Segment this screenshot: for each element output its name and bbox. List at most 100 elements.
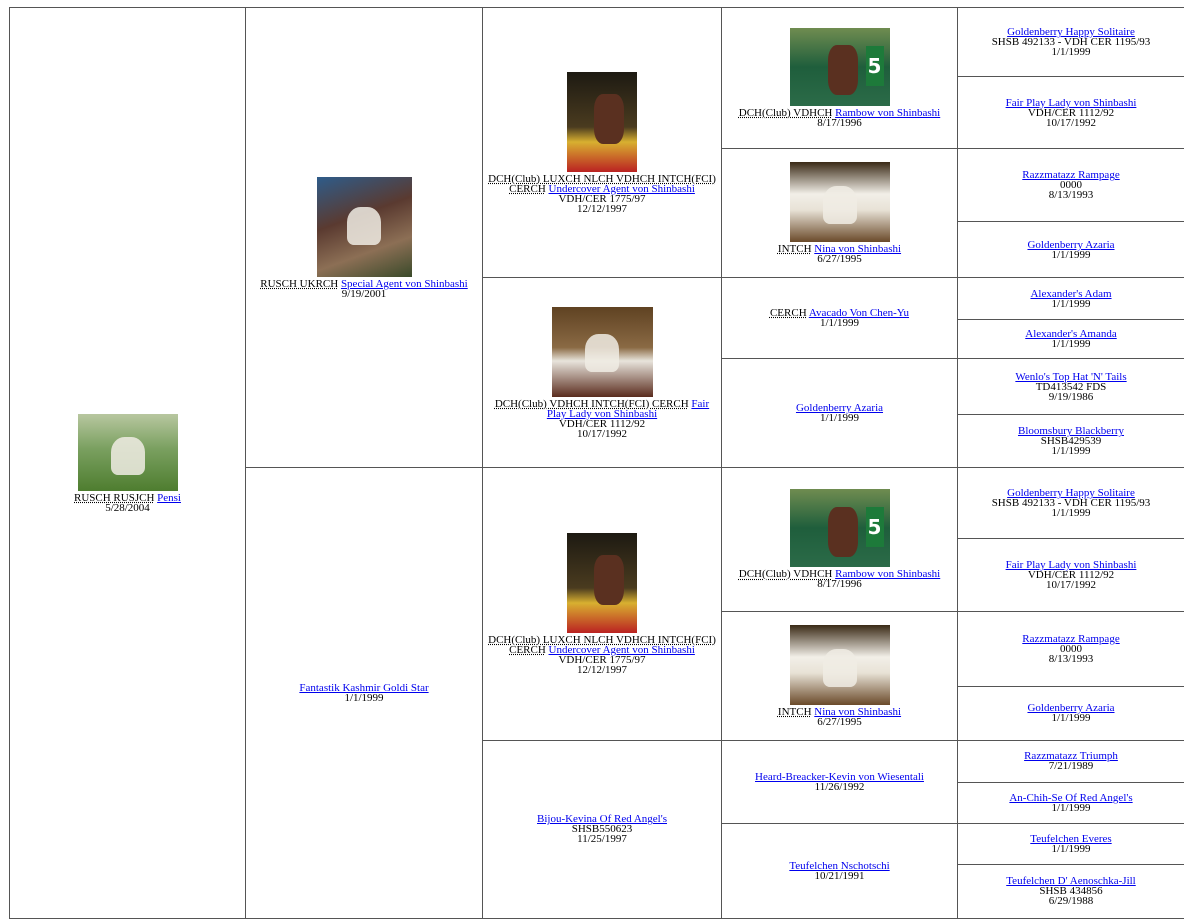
gen5-cell-13: Razzmatazz Triumph 7/21/1989 (957, 739, 1184, 783)
gen5-cell-10: Fair Play Lady von Shinbashi VDH/CER 111… (957, 538, 1184, 612)
dog-name-link[interactable]: Teufelchen Everes (1030, 832, 1112, 845)
dog-name-link[interactable]: Goldenberry Azaria (1027, 238, 1115, 251)
dog-photo[interactable] (316, 176, 412, 277)
dog-titles: RUSCH UKRCH (260, 277, 339, 290)
dog-name-link[interactable]: Goldenberry Happy Solitaire (1007, 26, 1135, 39)
gen5-cell-7: Wenlo's Top Hat 'N' Tails TD413542 FDS 9… (957, 358, 1184, 416)
dog-name-link[interactable]: Wenlo's Top Hat 'N' Tails (1015, 370, 1127, 383)
gen4-cell-6: INTCH Nina von Shinbashi 6/27/1995 (721, 610, 958, 741)
dog-photo[interactable] (789, 162, 890, 243)
dog-date: 10/17/1992 (1045, 579, 1097, 592)
dog-registration: TD413542 FDS (1035, 380, 1107, 393)
dog-name-link[interactable]: Teufelchen Nschotschi (789, 859, 890, 872)
dog-name-link[interactable]: Heard-Breacker-Kevin von Wiesentali (755, 770, 924, 783)
dog-date: 1/1/1999 (1051, 801, 1091, 814)
dog-date: 12/12/1997 (576, 202, 628, 215)
dog-titles: DCH(Club) VDHCH (738, 568, 833, 581)
dog-name-link[interactable]: Fair Play Lady von Shinbashi (546, 397, 710, 420)
gen5-cell-11: Razzmatazz Rampage 0000 8/13/1993 (957, 610, 1184, 687)
gen5-cell-5: Alexander's Adam 1/1/1999 (957, 277, 1184, 321)
dog-titles: DCH(Club) VDHCH (738, 107, 833, 120)
dog-name-link[interactable]: Nina von Shinbashi (814, 705, 902, 718)
dog-date: 10/17/1992 (1045, 116, 1097, 129)
dog-titles: CERCH (769, 307, 807, 320)
dog-date: 6/29/1988 (1048, 895, 1094, 908)
dog-date: 10/17/1992 (576, 427, 628, 440)
dog-date: 1/1/1999 (1051, 46, 1091, 59)
dog-name-link[interactable]: Bloomsbury Blackberry (1017, 425, 1124, 438)
dog-photo[interactable] (551, 306, 653, 397)
dog-name-link[interactable]: Rambow von Shinbashi (835, 568, 941, 581)
dog-registration: SHSB550623 (571, 823, 633, 836)
dog-name-link[interactable]: An-Chih-Se Of Red Angel's (1009, 791, 1133, 804)
dog-titles: DCH(Club) LUXCH NLCH VDHCH INTCH(FCI) CE… (488, 634, 716, 657)
gen4-cell-3: CERCH Avacado Von Chen-Yu 1/1/1999 (721, 277, 958, 360)
dog-photo[interactable]: 5 (789, 28, 890, 107)
dog-name-link[interactable]: Teufelchen D' Aenoschka-Jill (1006, 875, 1136, 888)
dog-name-link[interactable]: Goldenberry Azaria (795, 402, 884, 415)
dog-name-link[interactable]: Undercover Agent von Shinbashi (548, 644, 695, 657)
dog-name-link[interactable]: Fair Play Lady von Shinbashi (1005, 96, 1137, 109)
dog-date: 1/1/1999 (819, 317, 860, 330)
dog-name-link[interactable]: Goldenberry Happy Solitaire (1007, 487, 1135, 500)
dog-registration: VDH/CER 1112/92 (1027, 569, 1115, 582)
dog-name-link[interactable]: Goldenberry Azaria (1027, 702, 1115, 715)
dog-name-link[interactable]: Razzmatazz Rampage (1022, 632, 1120, 645)
dog-date: 1/1/1999 (1051, 445, 1091, 458)
dog-date: 8/13/1993 (1048, 652, 1094, 665)
dog-date: 1/1/1999 (1051, 338, 1091, 351)
dog-name-link[interactable]: Razzmatazz Rampage (1022, 169, 1120, 182)
dog-registration: VDH/CER 1112/92 (1027, 106, 1115, 119)
dog-photo[interactable] (567, 533, 637, 634)
dog-name-link[interactable]: Nina von Shinbashi (814, 243, 902, 256)
gen5-cell-8: Bloomsbury Blackberry SHSB429539 1/1/199… (957, 414, 1184, 469)
dog-date: 6/27/1995 (817, 253, 862, 266)
gen5-cell-1: Goldenberry Happy Solitaire SHSB 492133 … (957, 6, 1184, 78)
dog-name-link[interactable]: Fantastik Kashmir Goldi Star (299, 682, 429, 695)
dog-date: 9/19/2001 (341, 287, 387, 300)
gen5-cell-16: Teufelchen D' Aenoschka-Jill SHSB 434856… (957, 863, 1184, 919)
dog-name-link[interactable]: Undercover Agent von Shinbashi (548, 182, 695, 195)
dog-name-link[interactable]: Alexander's Adam (1030, 287, 1112, 300)
dog-name-link[interactable]: Fair Play Lady von Shinbashi (1005, 559, 1137, 572)
gen3-cell-2: DCH(Club) VDHCH INTCH(FCI) CERCH Fair Pl… (482, 277, 722, 469)
dog-date: 1/1/1999 (1051, 507, 1091, 520)
gen4-cell-1: 5 DCH(Club) VDHCH Rambow von Shinbashi 8… (721, 6, 958, 150)
dog-date: 8/17/1996 (817, 578, 862, 591)
gen5-cell-4: Goldenberry Azaria 1/1/1999 (957, 221, 1184, 279)
dog-date: 5/28/2004 (105, 501, 150, 514)
dog-name-link[interactable]: Special Agent von Shinbashi (340, 277, 468, 290)
dog-name-link[interactable]: Bijou-Kevina Of Red Angel's (537, 813, 667, 826)
gen5-cell-3: Razzmatazz Rampage 0000 8/13/1993 (957, 148, 1184, 223)
gen2-cell-2: Fantastik Kashmir Goldi Star 1/1/1999 (245, 467, 483, 919)
dog-titles: DCH(Club) VDHCH INTCH(FCI) CERCH (494, 397, 689, 410)
dog-photo[interactable] (789, 624, 890, 705)
dog-registration: 0000 (1060, 179, 1082, 192)
dog-name-link[interactable]: Alexander's Amanda (1025, 328, 1117, 341)
dog-photo[interactable]: 5 (789, 489, 890, 568)
dog-photo[interactable] (77, 413, 178, 491)
dog-name-link[interactable]: Avacado Von Chen-Yu (808, 307, 910, 320)
gen5-cell-14: An-Chih-Se Of Red Angel's 1/1/1999 (957, 781, 1184, 824)
dog-date: 1/1/1999 (1051, 248, 1091, 261)
gen4-cell-4: Goldenberry Azaria 1/1/1999 (721, 358, 958, 469)
dog-date: 8/13/1993 (1048, 189, 1094, 202)
dog-name-link[interactable]: Pensi (157, 491, 181, 504)
dog-date: 11/26/1992 (814, 780, 865, 793)
gen5-cell-12: Goldenberry Azaria 1/1/1999 (957, 685, 1184, 741)
gen3-cell-4: Bijou-Kevina Of Red Angel's SHSB550623 1… (482, 739, 722, 919)
dog-date: 1/1/1999 (819, 412, 860, 425)
dog-name-link[interactable]: Razzmatazz Triumph (1024, 750, 1118, 763)
gen4-cell-5: 5 DCH(Club) VDHCH Rambow von Shinbashi 8… (721, 467, 958, 612)
dog-name-link[interactable]: Rambow von Shinbashi (835, 107, 941, 120)
gen3-cell-3: DCH(Club) LUXCH NLCH VDHCH INTCH(FCI) CE… (482, 467, 722, 741)
pedigree-table: RUSCH RUSJCH Pensi 5/28/2004 RUSCH UKRCH… (9, 6, 1184, 919)
gen3-cell-1: DCH(Club) LUXCH NLCH VDHCH INTCH(FCI) CE… (482, 6, 722, 279)
gen4-cell-8: Teufelchen Nschotschi 10/21/1991 (721, 822, 958, 919)
dog-date: 1/1/1999 (1051, 712, 1091, 725)
gen4-cell-7: Heard-Breacker-Kevin von Wiesentali 11/2… (721, 739, 958, 824)
gen5-cell-2: Fair Play Lady von Shinbashi VDH/CER 111… (957, 76, 1184, 150)
dog-photo[interactable] (567, 71, 637, 172)
dog-date: 1/1/1999 (1051, 842, 1091, 855)
dog-date: 6/27/1995 (817, 715, 862, 728)
